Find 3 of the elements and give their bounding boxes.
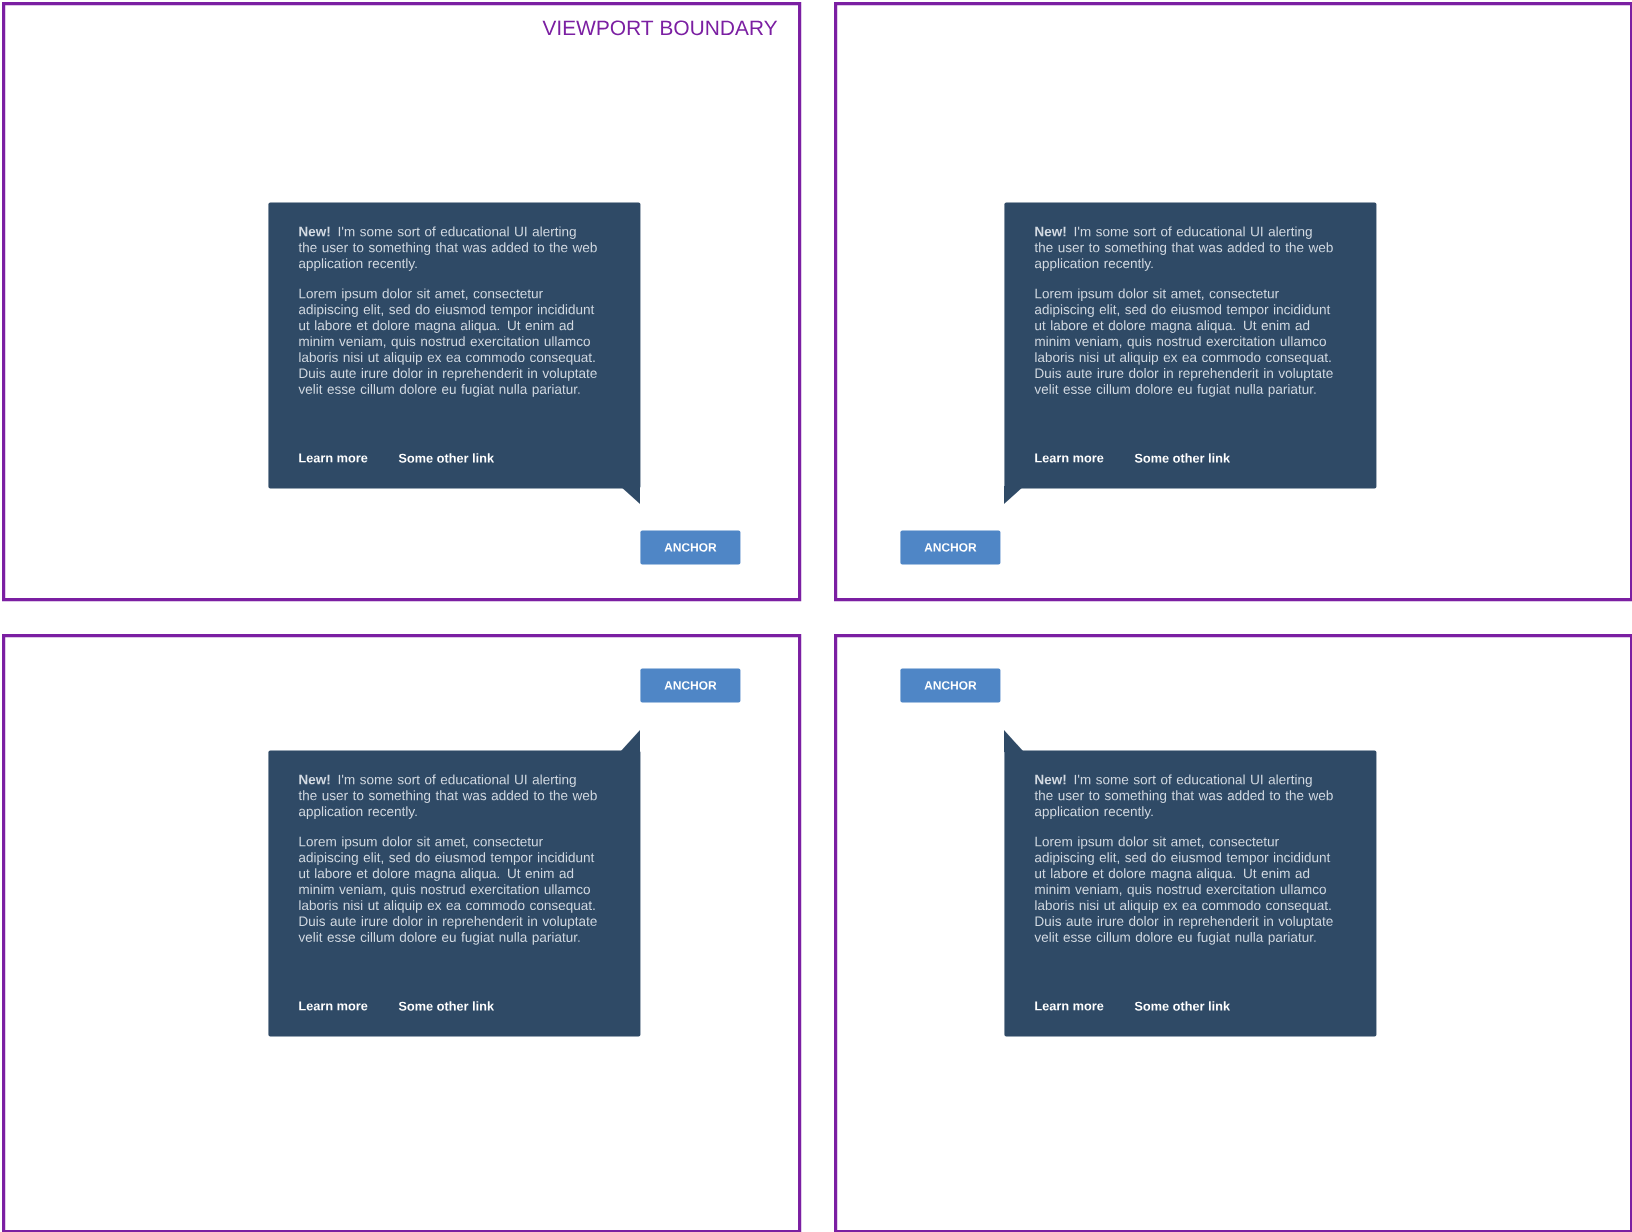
viewport-frame (834, 2, 1632, 602)
viewport-frame (834, 634, 1632, 1232)
viewport-frame (2, 634, 802, 1232)
